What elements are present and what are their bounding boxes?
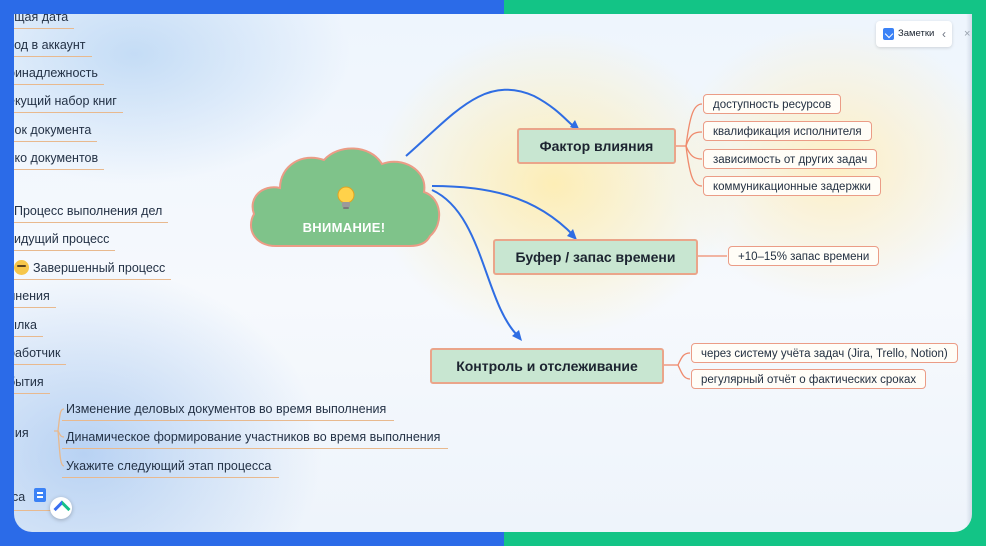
sub-item-dynamic-participants[interactable]: Динамическое формирование участников во …	[62, 428, 449, 449]
sub-item-next-stage[interactable]: Укажите следующий этап процесса	[62, 457, 280, 478]
notes-icon	[883, 28, 894, 40]
link-control	[431, 189, 520, 338]
left-item-login[interactable]: ход в аккаунт	[14, 36, 92, 57]
bottom-underline	[14, 510, 56, 511]
left-item-handler[interactable]: работчик	[14, 344, 67, 365]
link-factor	[405, 88, 577, 157]
left-item-process-execution[interactable]: Процесс выполнения дел	[14, 202, 169, 223]
lightbulb-icon	[337, 186, 355, 209]
topic-factor[interactable]: Фактор влияния	[517, 128, 676, 164]
leaf-task-system[interactable]: через систему учёта задач (Jira, Trello,…	[691, 343, 958, 363]
notes-button-label: Заметки	[898, 28, 935, 39]
notes-button[interactable]: Заметки ‹	[876, 21, 952, 47]
close-icon[interactable]: ×	[964, 28, 971, 40]
leaf-resource-availability[interactable]: доступность ресурсов	[703, 94, 842, 114]
sub-item-change-documents[interactable]: Изменение деловых документов во время вы…	[62, 400, 395, 421]
topic-buffer[interactable]: Буфер / запас времени	[493, 239, 698, 275]
topic-control[interactable]: Контроль и отслеживание	[430, 348, 664, 384]
left-item-document-call[interactable]: вок документа	[14, 121, 98, 142]
left-item-date[interactable]: ущая дата	[14, 14, 75, 29]
chevron-left-icon[interactable]: ‹	[942, 27, 946, 41]
left-item-book-set[interactable]: екущий набор книг	[14, 92, 123, 113]
leaf-communication-delays[interactable]: коммуникационные задержки	[703, 176, 881, 196]
leaf-qualification[interactable]: квалификация исполнителя	[703, 121, 872, 141]
leaf-regular-report[interactable]: регулярный отчёт о фактических сроках	[691, 369, 927, 389]
leaf-dependency[interactable]: зависимость от других задач	[703, 149, 878, 169]
mindmap-canvas[interactable]: ущая дата ход в аккаунт ринадлежность ек…	[14, 14, 972, 532]
emoji-icon	[14, 260, 29, 275]
left-item-running-process[interactable]: идущий процесс	[14, 230, 116, 251]
central-topic-label: ВНИМАНИЕ!	[302, 220, 386, 235]
leaf-time-buffer[interactable]: +10–15% запас времени	[728, 246, 880, 266]
left-item-group[interactable]: ния	[14, 426, 29, 440]
connector-lines	[54, 88, 727, 467]
app-logo-icon[interactable]	[50, 497, 72, 519]
left-item-documents-only[interactable]: ько документов	[14, 149, 105, 170]
left-item-link[interactable]: ылка	[14, 316, 43, 337]
notes-icon[interactable]	[34, 488, 46, 502]
link-buffer	[431, 185, 575, 237]
left-item-bottom[interactable]: са	[14, 490, 26, 504]
left-item-ownership[interactable]: ринадлежность	[14, 64, 104, 85]
left-item-execution[interactable]: лнения	[14, 287, 56, 308]
left-item-events[interactable]: бытия	[14, 373, 50, 394]
left-item-completed-label: Завершенный процесс	[33, 261, 166, 275]
left-item-completed-process[interactable]: Завершенный процесс	[14, 259, 172, 280]
